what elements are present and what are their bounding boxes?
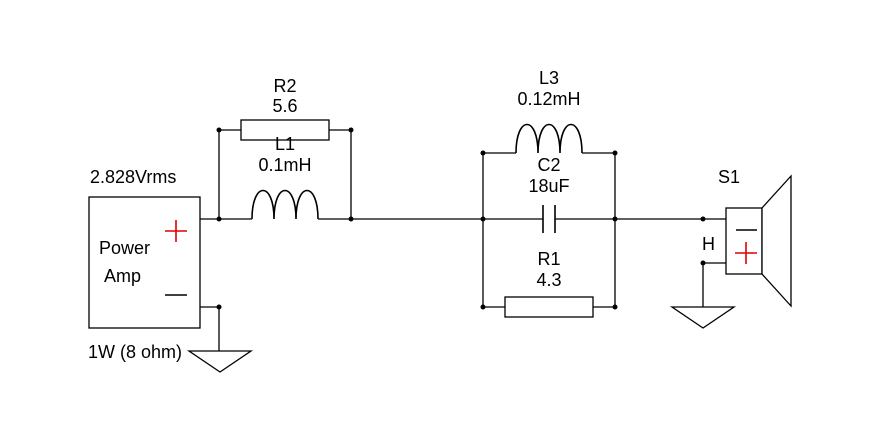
- power-amp-box: [88, 196, 201, 329]
- r1-resistor: [504, 296, 594, 318]
- l3-inductor: [515, 123, 583, 154]
- l1-name: L1: [275, 134, 295, 154]
- l3-value: 0.12mH: [517, 89, 580, 109]
- l1-inductor: [251, 189, 319, 220]
- junction-dot: [348, 216, 354, 222]
- junction-dot: [700, 260, 706, 266]
- junction-dot: [216, 216, 222, 222]
- r2-value: 5.6: [272, 96, 297, 116]
- r2-name: R2: [273, 76, 296, 96]
- junction-dot: [216, 127, 222, 133]
- power-amp-name-line2: Amp: [104, 266, 141, 286]
- power-amp-plus-symbol: [165, 220, 187, 242]
- l3-name: L3: [539, 68, 559, 88]
- power-amp-voltage-label: 2.828Vrms: [90, 167, 176, 187]
- speaker-s1: S1 H: [702, 167, 792, 308]
- ground-symbol-speaker: [669, 306, 737, 329]
- junction-dot: [612, 150, 618, 156]
- speaker-magnet: [725, 207, 763, 275]
- junction-dot: [612, 304, 618, 310]
- c2-name: C2: [537, 155, 560, 175]
- speaker-name: S1: [718, 167, 740, 187]
- junction-dot: [348, 127, 354, 133]
- power-amp-power-label: 1W (8 ohm): [88, 342, 182, 362]
- junction-dot: [480, 150, 486, 156]
- junction-dot: [216, 304, 222, 310]
- r1-value: 4.3: [536, 270, 561, 290]
- r1-name: R1: [537, 249, 560, 269]
- r2-resistor: [240, 119, 330, 141]
- speaker-h-label: H: [702, 234, 715, 254]
- power-amp-source: 2.828Vrms Power Amp 1W (8 ohm): [88, 167, 201, 362]
- junction-dot: [480, 216, 486, 222]
- power-amp-name-line1: Power: [99, 238, 150, 258]
- junction-dots: [216, 127, 706, 310]
- l1-value: 0.1mH: [258, 155, 311, 175]
- junction-dot: [480, 304, 486, 310]
- junction-dot: [612, 216, 618, 222]
- c2-value: 18uF: [528, 176, 569, 196]
- junction-dot: [700, 216, 706, 222]
- speaker-plus-symbol: [735, 242, 757, 264]
- speaker-cone: [761, 174, 792, 308]
- ground-symbol-source: [186, 350, 254, 373]
